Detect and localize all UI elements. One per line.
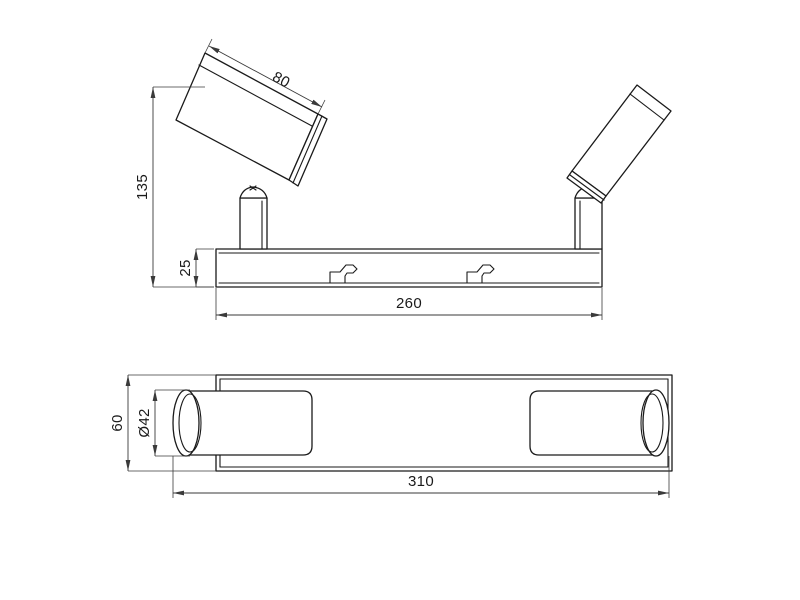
head-left-front-rim bbox=[288, 113, 328, 187]
cylinder-left-body bbox=[189, 390, 313, 456]
spotlight-left-stem bbox=[239, 185, 268, 250]
spotlight-right-head bbox=[566, 84, 672, 204]
head-right-front-rim-inner bbox=[569, 174, 605, 201]
dimension-bar-width: 60 bbox=[109, 374, 216, 472]
cylinder-right bbox=[529, 389, 670, 457]
notch-right bbox=[466, 264, 495, 284]
dim-80-line bbox=[208, 45, 323, 108]
dim-42-label: Ø42 bbox=[136, 408, 153, 437]
head-right-rear-seam bbox=[629, 93, 665, 121]
stem-right-body bbox=[574, 197, 603, 250]
dimension-head-length: 80 bbox=[204, 38, 326, 115]
dimension-base-length: 260 bbox=[215, 288, 603, 320]
swivel-left-knuckle bbox=[239, 186, 268, 199]
spotlight-left-head bbox=[175, 52, 328, 187]
swivel-left-pivot-mark bbox=[249, 185, 257, 191]
stem-left-body bbox=[239, 197, 268, 250]
dimension-overall-length: 310 bbox=[172, 456, 670, 498]
spotlight-right bbox=[566, 84, 672, 250]
spotlight-left bbox=[175, 52, 328, 250]
dim-260-label: 260 bbox=[396, 295, 422, 312]
dim-80-ext-a bbox=[204, 38, 213, 54]
front-elevation-view: 80 135 25 260 bbox=[134, 38, 672, 320]
base-plate-outline bbox=[215, 248, 603, 288]
dim-80-label: 80 bbox=[269, 68, 292, 91]
dim-135-label: 135 bbox=[134, 174, 151, 200]
dim-60-label: 60 bbox=[109, 414, 126, 431]
head-right-body bbox=[571, 84, 672, 197]
plan-view: 60 Ø42 310 bbox=[109, 374, 673, 498]
notch-left bbox=[329, 264, 358, 284]
dim-25-label: 25 bbox=[177, 259, 194, 276]
cylinder-left-outer-rim bbox=[172, 389, 200, 457]
dim-310-label: 310 bbox=[408, 473, 434, 490]
cylinder-left bbox=[172, 389, 313, 457]
cylinder-left-inner-rim bbox=[178, 393, 202, 453]
cylinder-right-body bbox=[529, 390, 653, 456]
dimension-total-height: 135 bbox=[134, 86, 214, 288]
cylinder-right-outer-rim bbox=[642, 389, 670, 457]
dimension-base-height: 25 bbox=[177, 248, 214, 288]
dimension-head-diameter: Ø42 bbox=[136, 389, 190, 457]
cylinder-right-inner-rim bbox=[640, 393, 664, 453]
base-plate bbox=[215, 248, 603, 288]
head-left-front-rim-inner bbox=[292, 115, 323, 184]
